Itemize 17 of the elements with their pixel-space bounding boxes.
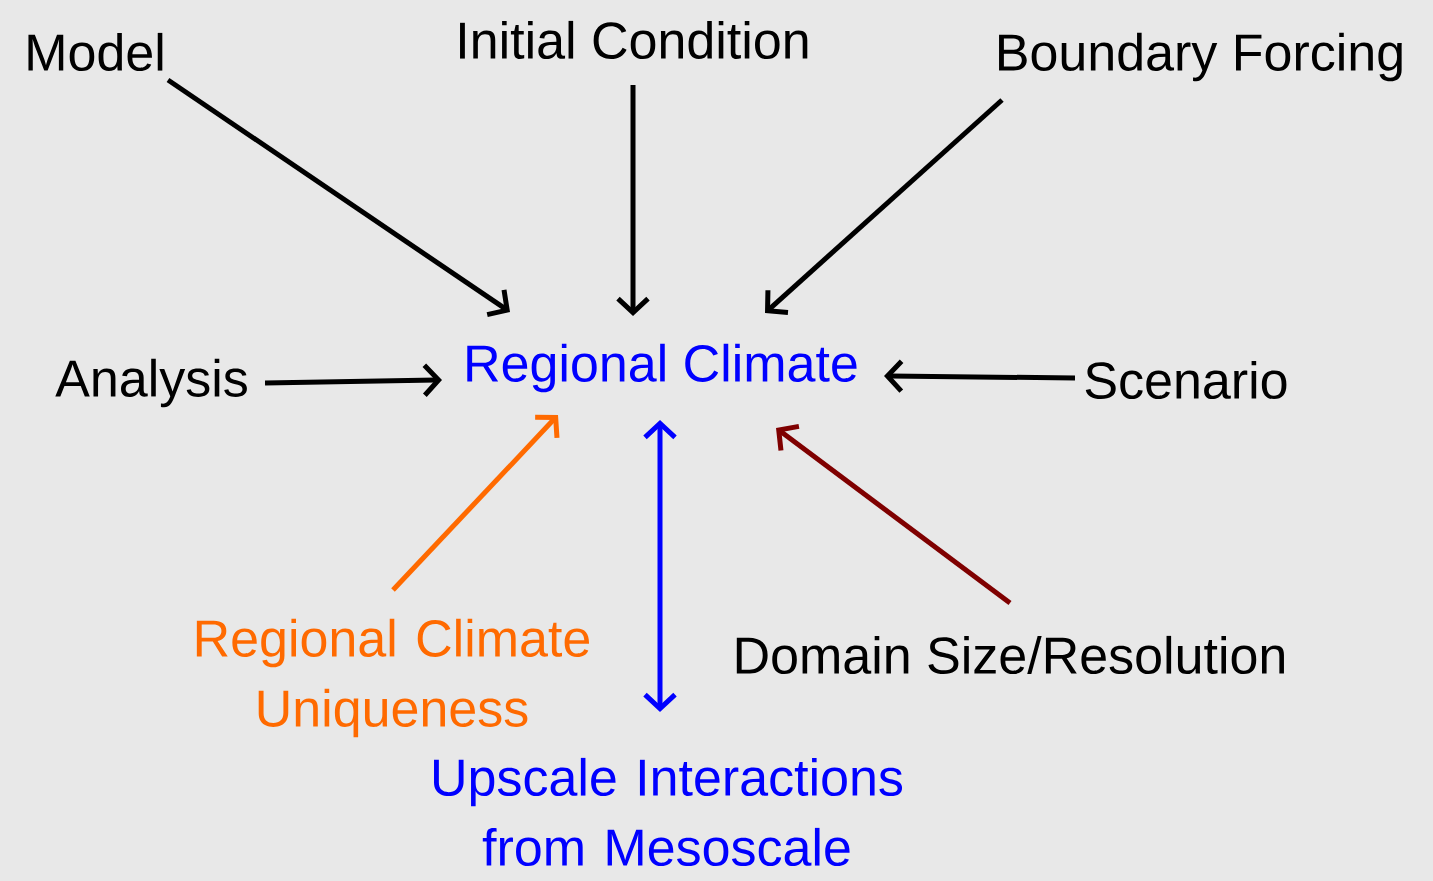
arrow: [166, 77, 510, 318]
node-label: Domain Size/Resolution: [736, 635, 1284, 675]
node-label: Regional Climate: [467, 343, 857, 393]
node-label: Analysis: [55, 358, 247, 408]
arrow: [776, 423, 1012, 605]
arrow: [616, 85, 650, 316]
node-label: Initial Condition: [460, 20, 808, 60]
arrow: [643, 420, 677, 712]
arrow: [765, 98, 1004, 315]
arrow: [264, 363, 442, 397]
arrow: [884, 359, 1076, 393]
node-label: Regional Climate Uniqueness: [196, 618, 589, 738]
node-label: Boundary Forcing: [999, 32, 1402, 82]
node-label: Model: [28, 32, 163, 72]
node-label: Upscale Interactions from Mesoscale: [434, 757, 903, 867]
node-label: Scenario: [1085, 360, 1287, 400]
arrow: [391, 414, 560, 592]
